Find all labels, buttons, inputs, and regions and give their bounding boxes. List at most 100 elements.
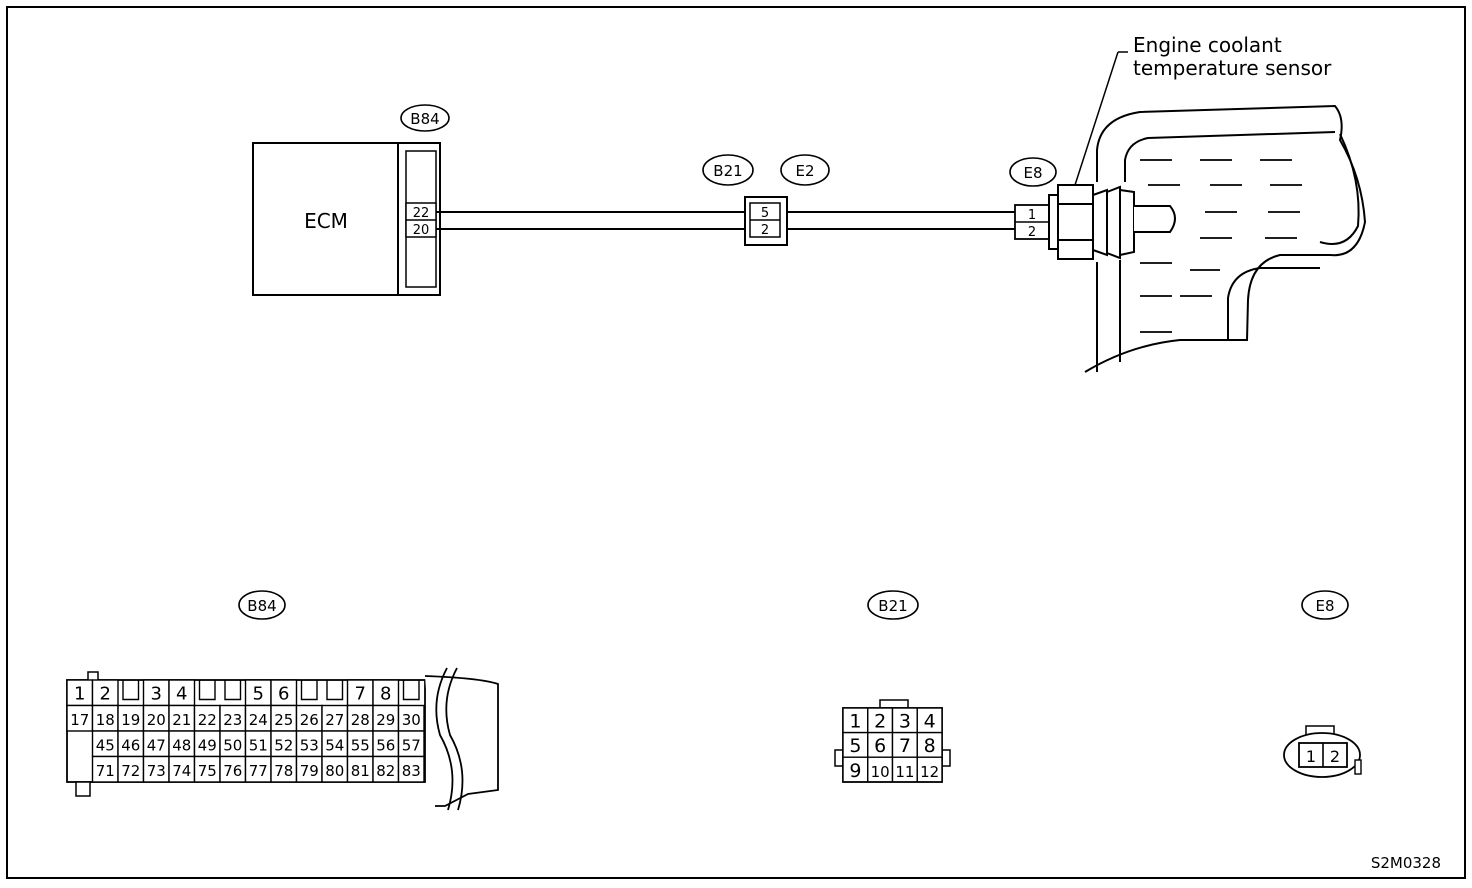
junction-left-id: B21 bbox=[713, 162, 742, 180]
b84-key-notch bbox=[402, 680, 420, 701]
b84-pin-cell bbox=[168, 755, 196, 783]
junction-left-badge bbox=[702, 154, 754, 186]
b84-pin-number: 81 bbox=[351, 762, 370, 780]
b21-pin-cell bbox=[891, 707, 918, 734]
figure-code: S2M0328 bbox=[1371, 854, 1441, 872]
b21-pin-cell bbox=[867, 707, 894, 734]
e8-pin-1: 1 bbox=[1306, 747, 1316, 766]
b84-pin-number: 21 bbox=[172, 711, 191, 729]
b84-pin-number: 28 bbox=[351, 711, 370, 729]
b84-pin-cell bbox=[397, 704, 425, 732]
b84-pin-cell bbox=[244, 704, 272, 732]
b84-pin-number: 50 bbox=[223, 737, 242, 755]
b84-pin-number: 2 bbox=[100, 684, 111, 705]
b84-pin-number: 8 bbox=[380, 684, 391, 705]
b84-pin-cell bbox=[295, 704, 323, 732]
b84-pin-number: 83 bbox=[402, 762, 421, 780]
sensor-pin-top: 1 bbox=[1028, 208, 1036, 223]
b21-pin-cell bbox=[842, 756, 869, 783]
ecm-box bbox=[252, 142, 399, 296]
b84-pin-cell bbox=[270, 755, 298, 783]
ecm-unit: ECM 22 20 B84 bbox=[252, 104, 450, 296]
b21-view-badge bbox=[867, 590, 919, 620]
b84-pin-number: 17 bbox=[70, 711, 89, 729]
b84-pin-number: 29 bbox=[376, 711, 395, 729]
ecm-connector-id: B84 bbox=[410, 110, 439, 128]
b84-pin-number: 75 bbox=[198, 762, 217, 780]
b21-pin-number: 2 bbox=[874, 711, 886, 733]
b84-pin-number: 1 bbox=[74, 684, 85, 705]
b84-pin-number: 71 bbox=[96, 762, 115, 780]
b84-pin-cell bbox=[321, 704, 349, 732]
b84-pin-number: 46 bbox=[121, 737, 140, 755]
b21-pin-number: 7 bbox=[899, 735, 911, 757]
sensor-label-line1: Engine coolant bbox=[1133, 33, 1282, 57]
b84-pin-cell bbox=[91, 679, 119, 707]
b84-pin-number: 4 bbox=[176, 684, 187, 705]
junction-pin-top: 5 bbox=[761, 206, 769, 221]
b84-pin-number: 45 bbox=[96, 737, 115, 755]
b21-pin-number: 11 bbox=[895, 763, 914, 781]
coolant-level-marks bbox=[1140, 159, 1302, 333]
b84-pin-number: 30 bbox=[402, 711, 421, 729]
coolant-sensor bbox=[1048, 51, 1176, 260]
b21-pin-number: 9 bbox=[849, 760, 861, 782]
b21-pin-cell bbox=[867, 756, 894, 783]
b84-pin-number: 73 bbox=[147, 762, 166, 780]
e8-view-badge bbox=[1301, 590, 1349, 620]
b84-pin-number: 74 bbox=[172, 762, 191, 780]
b84-pin-cell bbox=[142, 755, 170, 783]
b84-key-notch bbox=[300, 680, 318, 701]
b84-pin-number: 57 bbox=[402, 737, 421, 755]
b84-pin-number: 47 bbox=[147, 737, 166, 755]
b84-pin-number: 55 bbox=[351, 737, 370, 755]
b21-pin-cell bbox=[891, 756, 918, 783]
b84-pin-cell bbox=[219, 704, 247, 732]
b84-pin-number: 6 bbox=[278, 684, 289, 705]
b84-pin-number: 56 bbox=[376, 737, 395, 755]
water-jacket-outer bbox=[1084, 104, 1367, 373]
b21-pin-number: 6 bbox=[874, 735, 886, 757]
b84-pin-cell bbox=[346, 704, 374, 732]
b21-pin-number: 8 bbox=[924, 735, 936, 757]
b21-pin-number: 4 bbox=[924, 711, 936, 733]
b84-key-notch bbox=[224, 680, 242, 701]
b84-pin-cell bbox=[372, 679, 400, 707]
junction-pin-bottom: 2 bbox=[761, 223, 769, 238]
b21-pin-number: 10 bbox=[871, 763, 890, 781]
b84-pin-number: 51 bbox=[249, 737, 268, 755]
engine-water-jacket bbox=[1084, 104, 1367, 373]
b84-pin-number: 77 bbox=[249, 762, 268, 780]
b84-pin-number: 5 bbox=[253, 684, 264, 705]
b84-pin-number: 49 bbox=[198, 737, 217, 755]
ecm-pin-top: 22 bbox=[413, 206, 430, 221]
b84-pin-number: 24 bbox=[249, 711, 268, 729]
sensor-hex-body bbox=[1057, 184, 1094, 260]
b84-key-notch bbox=[326, 680, 344, 701]
b84-pin-number: 52 bbox=[274, 737, 293, 755]
b84-pin-number: 19 bbox=[121, 711, 140, 729]
b84-pin-number: 79 bbox=[300, 762, 319, 780]
sensor-label-line2: temperature sensor bbox=[1133, 56, 1332, 80]
b84-pin-cell bbox=[91, 755, 119, 783]
b21-pin-number: 12 bbox=[920, 763, 939, 781]
sensor-connector: 1 2 E8 bbox=[1009, 157, 1057, 240]
wire-harness bbox=[436, 211, 1015, 230]
b21-pin-cell bbox=[916, 756, 943, 783]
b84-pin-number: 72 bbox=[121, 762, 140, 780]
sensor-pin-bottom: 2 bbox=[1028, 225, 1036, 240]
diagram-border bbox=[6, 6, 1466, 879]
b84-pin-number: 26 bbox=[300, 711, 319, 729]
b84-pin-number: 18 bbox=[96, 711, 115, 729]
b84-pin-number: 76 bbox=[223, 762, 242, 780]
e8-view-label: E8 bbox=[1315, 597, 1334, 615]
b84-pin-cell bbox=[372, 730, 400, 758]
junction-right-id: E2 bbox=[795, 162, 814, 180]
ecm-connector-badge bbox=[400, 104, 450, 132]
b84-pin-number: 48 bbox=[172, 737, 191, 755]
b84-pin-cell bbox=[193, 755, 221, 783]
